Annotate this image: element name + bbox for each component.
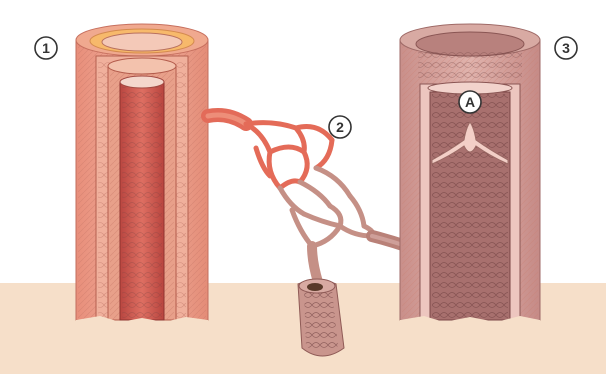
marker-3: 3 bbox=[555, 37, 577, 59]
marker-a: A bbox=[459, 91, 481, 113]
marker-2: 2 bbox=[329, 116, 351, 138]
artery-cutaway bbox=[76, 24, 208, 323]
capillary-network bbox=[208, 115, 406, 282]
svg-text:3: 3 bbox=[562, 40, 570, 56]
svg-text:2: 2 bbox=[336, 119, 344, 135]
vein-cutaway bbox=[400, 24, 540, 323]
svg-text:A: A bbox=[465, 94, 475, 110]
svg-text:1: 1 bbox=[42, 40, 50, 56]
marker-1: 1 bbox=[35, 37, 57, 59]
venule-cross-section bbox=[298, 279, 344, 356]
